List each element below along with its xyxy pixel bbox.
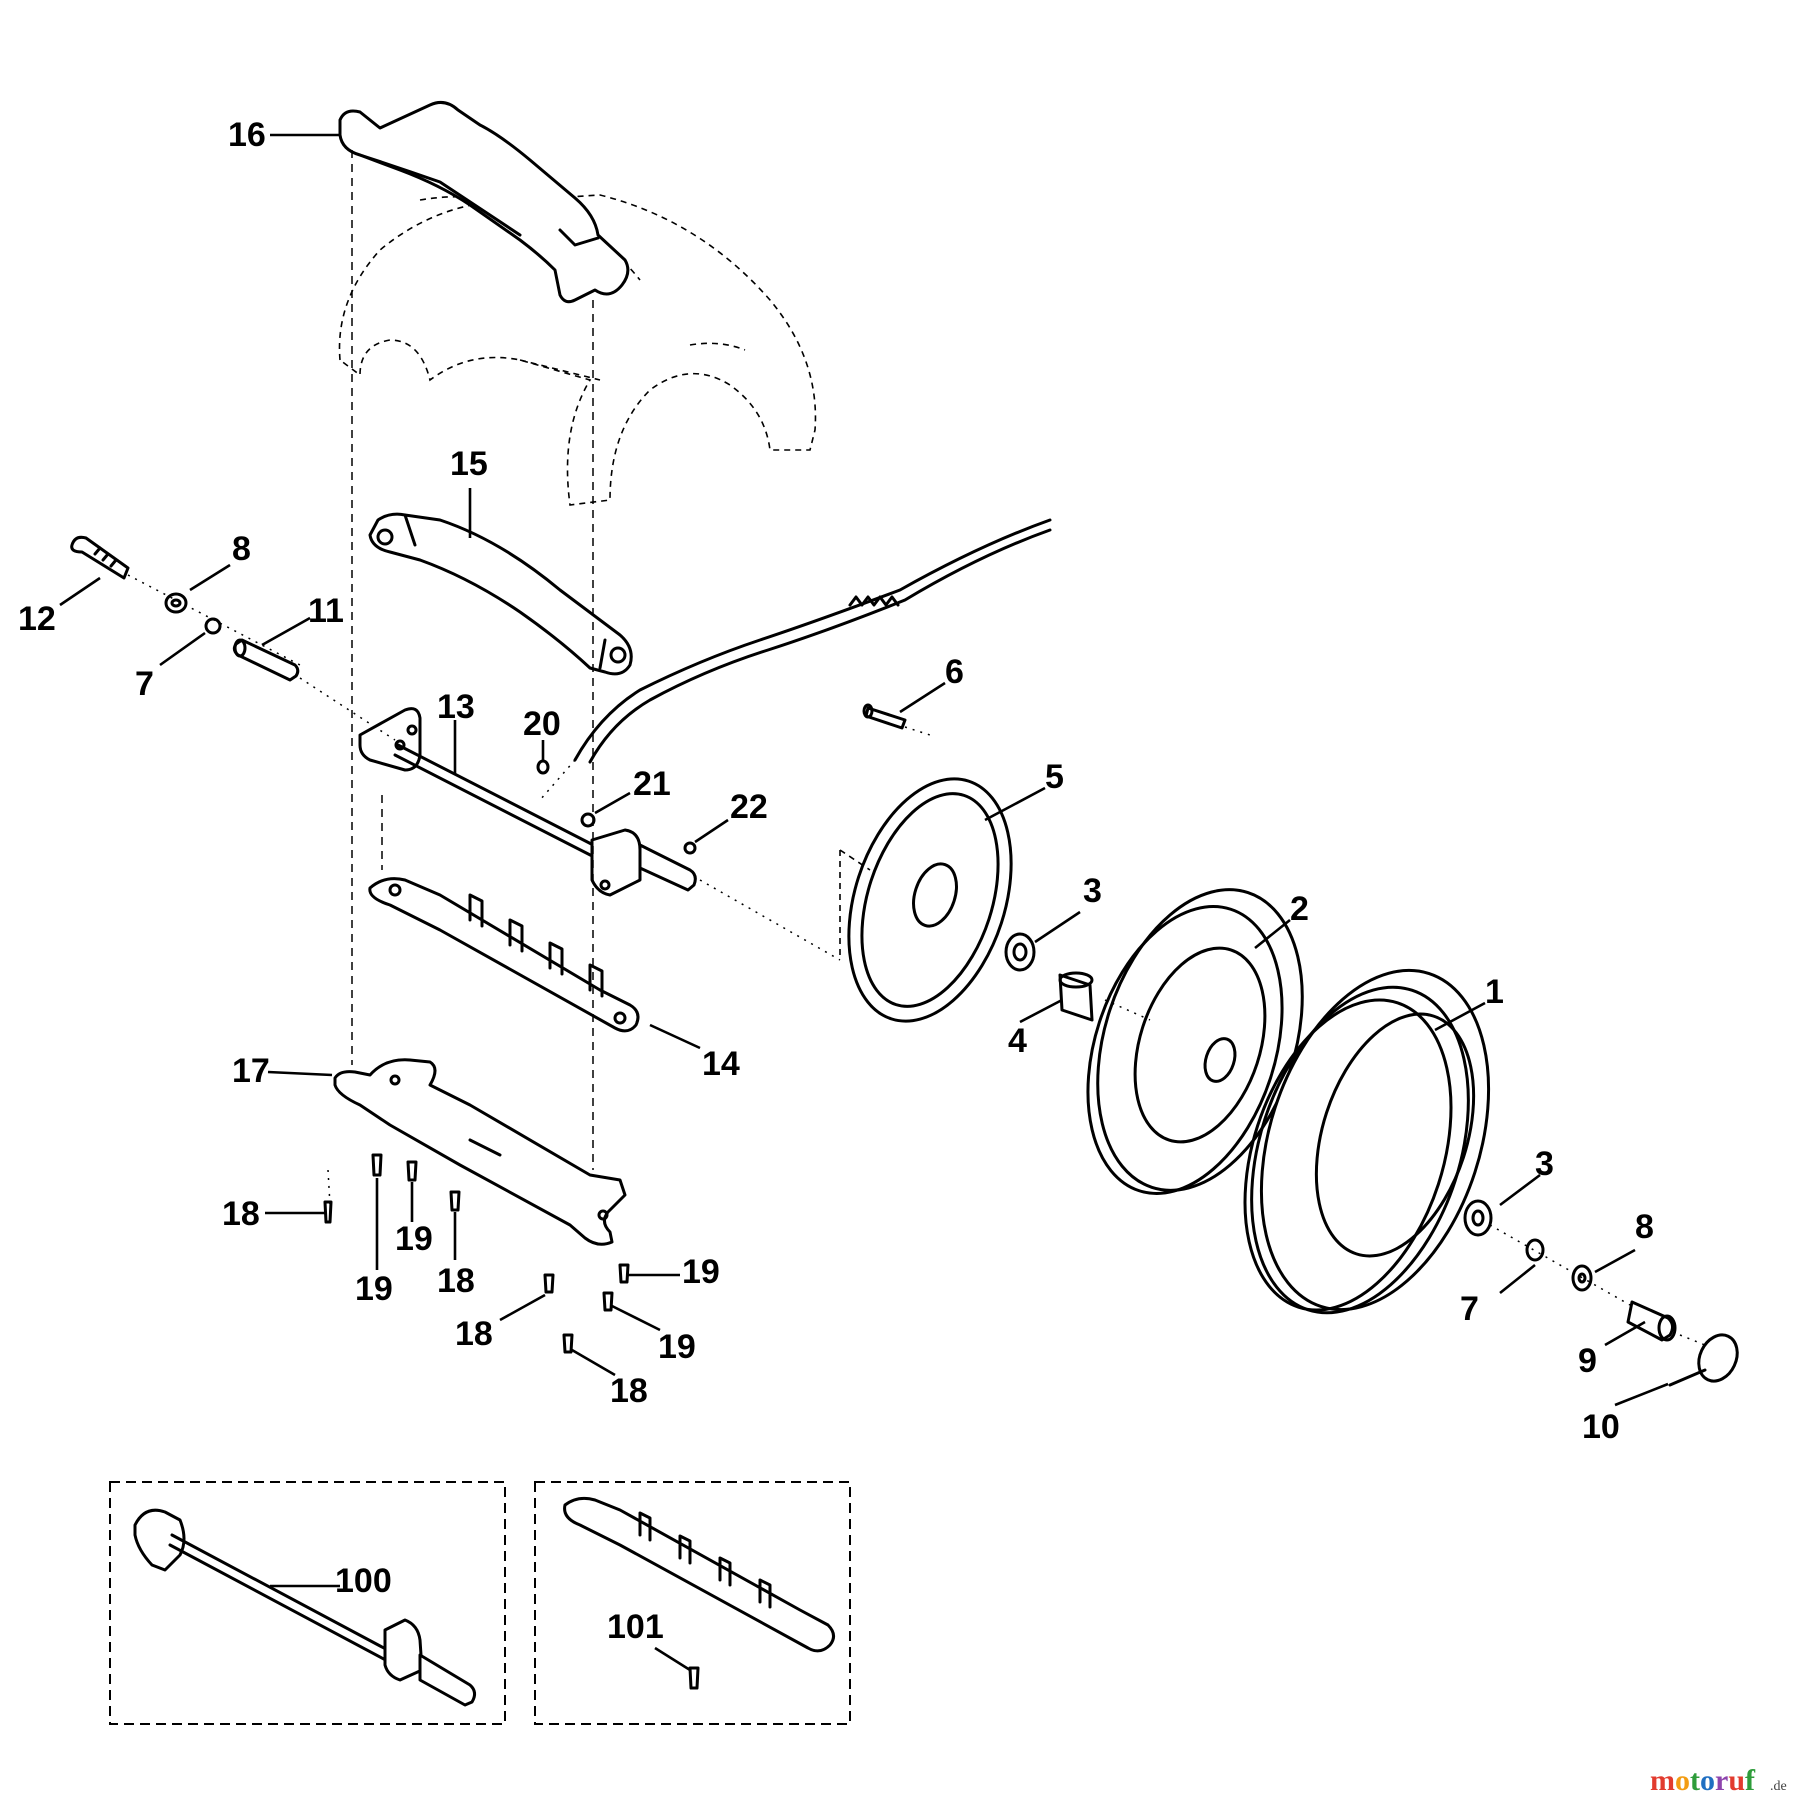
part-18-screw-a bbox=[323, 1200, 333, 1224]
watermark-letter: o bbox=[1700, 1764, 1715, 1797]
callout-14: 14 bbox=[702, 1045, 740, 1083]
part-15-roller-tube bbox=[368, 512, 633, 676]
callout-5: 5 bbox=[1045, 758, 1064, 796]
watermark-letter: t bbox=[1690, 1764, 1700, 1797]
svg-text:motoruf: motoruf bbox=[1650, 1764, 1756, 1797]
callout-16: 16 bbox=[228, 116, 266, 154]
callout-3-lower: 3 bbox=[1535, 1145, 1554, 1183]
callout-7-upper: 7 bbox=[135, 665, 154, 703]
callout-18-d: 18 bbox=[610, 1372, 648, 1410]
part-10-hub-cap bbox=[1668, 1333, 1739, 1387]
callout-8-lower: 8 bbox=[1635, 1208, 1654, 1246]
part-12-bolt bbox=[70, 535, 130, 580]
callout-11: 11 bbox=[308, 592, 344, 630]
callout-18-a: 18 bbox=[222, 1195, 260, 1233]
part-19-screw-d bbox=[602, 1291, 614, 1312]
part-8-washer-lower bbox=[1571, 1264, 1593, 1292]
callout-1: 1 bbox=[1485, 973, 1504, 1011]
callout-labels: 16 15 12 8 7 11 13 20 21 22 6 5 3 2 1 4 … bbox=[18, 116, 1654, 1446]
part-11-spacer-pin bbox=[232, 638, 300, 682]
callout-10: 10 bbox=[1582, 1408, 1620, 1446]
callout-21: 21 bbox=[633, 765, 671, 803]
watermark-letter: o bbox=[1675, 1764, 1690, 1797]
part-18-screw-b bbox=[449, 1190, 461, 1212]
drive-cable bbox=[539, 518, 1052, 801]
callout-17: 17 bbox=[232, 1052, 270, 1090]
callout-9: 9 bbox=[1578, 1342, 1597, 1380]
assembly-guide-lines bbox=[127, 150, 1706, 1346]
part-13-rear-axle bbox=[358, 707, 697, 897]
part-16-rear-bracket bbox=[338, 100, 630, 304]
callout-100: 100 bbox=[335, 1562, 392, 1600]
watermark-letter: f bbox=[1745, 1764, 1756, 1797]
callout-15: 15 bbox=[450, 445, 488, 483]
callout-12: 12 bbox=[18, 600, 56, 638]
part-3-bearing-upper bbox=[1004, 932, 1036, 972]
callout-19-a: 19 bbox=[355, 1270, 393, 1308]
callout-8-upper: 8 bbox=[232, 530, 251, 568]
part-4-bushing bbox=[1058, 971, 1094, 1022]
callout-3-upper: 3 bbox=[1083, 872, 1102, 910]
part-18-screw-d bbox=[562, 1333, 574, 1354]
inset-part-100: 100 bbox=[109, 1481, 506, 1725]
callout-4: 4 bbox=[1008, 1022, 1027, 1060]
callout-2: 2 bbox=[1290, 890, 1309, 928]
part-14-rear-comb bbox=[368, 877, 640, 1033]
callout-19-b: 19 bbox=[395, 1220, 433, 1258]
watermark-letter: m bbox=[1650, 1764, 1675, 1797]
part-9-bolt bbox=[1626, 1300, 1677, 1342]
callout-18-b: 18 bbox=[437, 1262, 475, 1300]
callout-101: 101 bbox=[607, 1608, 664, 1646]
part-22-clip bbox=[683, 841, 697, 855]
part-3-bearing-lower bbox=[1463, 1199, 1493, 1237]
callout-19-d: 19 bbox=[658, 1328, 696, 1366]
part-7-washer-lower bbox=[1525, 1238, 1545, 1262]
part-21-washer bbox=[580, 812, 596, 828]
fasteners-18-19 bbox=[323, 1153, 630, 1354]
part-19-screw-a bbox=[371, 1153, 383, 1177]
svg-text:.de: .de bbox=[1770, 1779, 1787, 1794]
callout-13: 13 bbox=[437, 688, 475, 726]
part-20-screw bbox=[536, 759, 550, 775]
callout-20: 20 bbox=[523, 705, 561, 743]
part-5-wheel-disc bbox=[839, 777, 1013, 1023]
leader-lines bbox=[59, 133, 1669, 1407]
watermark-letter: u bbox=[1728, 1764, 1745, 1797]
part-17-rear-plate bbox=[333, 1058, 627, 1246]
part-7-washer-upper bbox=[204, 617, 222, 635]
watermark-letter: r bbox=[1715, 1764, 1728, 1797]
part-19-screw-c bbox=[618, 1263, 630, 1284]
part-19-screw-b bbox=[406, 1160, 418, 1182]
part-2-wheel-rim bbox=[1086, 888, 1304, 1195]
callout-6: 6 bbox=[945, 653, 964, 691]
callout-19-c: 19 bbox=[682, 1253, 720, 1291]
part-6-screw bbox=[862, 703, 907, 730]
motoruf-watermark: motoruf .de bbox=[1650, 1764, 1787, 1797]
callout-7-lower: 7 bbox=[1460, 1290, 1479, 1328]
part-1-tire bbox=[1243, 968, 1491, 1315]
callout-18-c: 18 bbox=[455, 1315, 493, 1353]
part-8-washer-upper bbox=[164, 592, 188, 614]
part-18-screw-c bbox=[543, 1273, 555, 1294]
callout-22: 22 bbox=[730, 788, 768, 826]
inset-part-101: 101 bbox=[534, 1481, 851, 1725]
